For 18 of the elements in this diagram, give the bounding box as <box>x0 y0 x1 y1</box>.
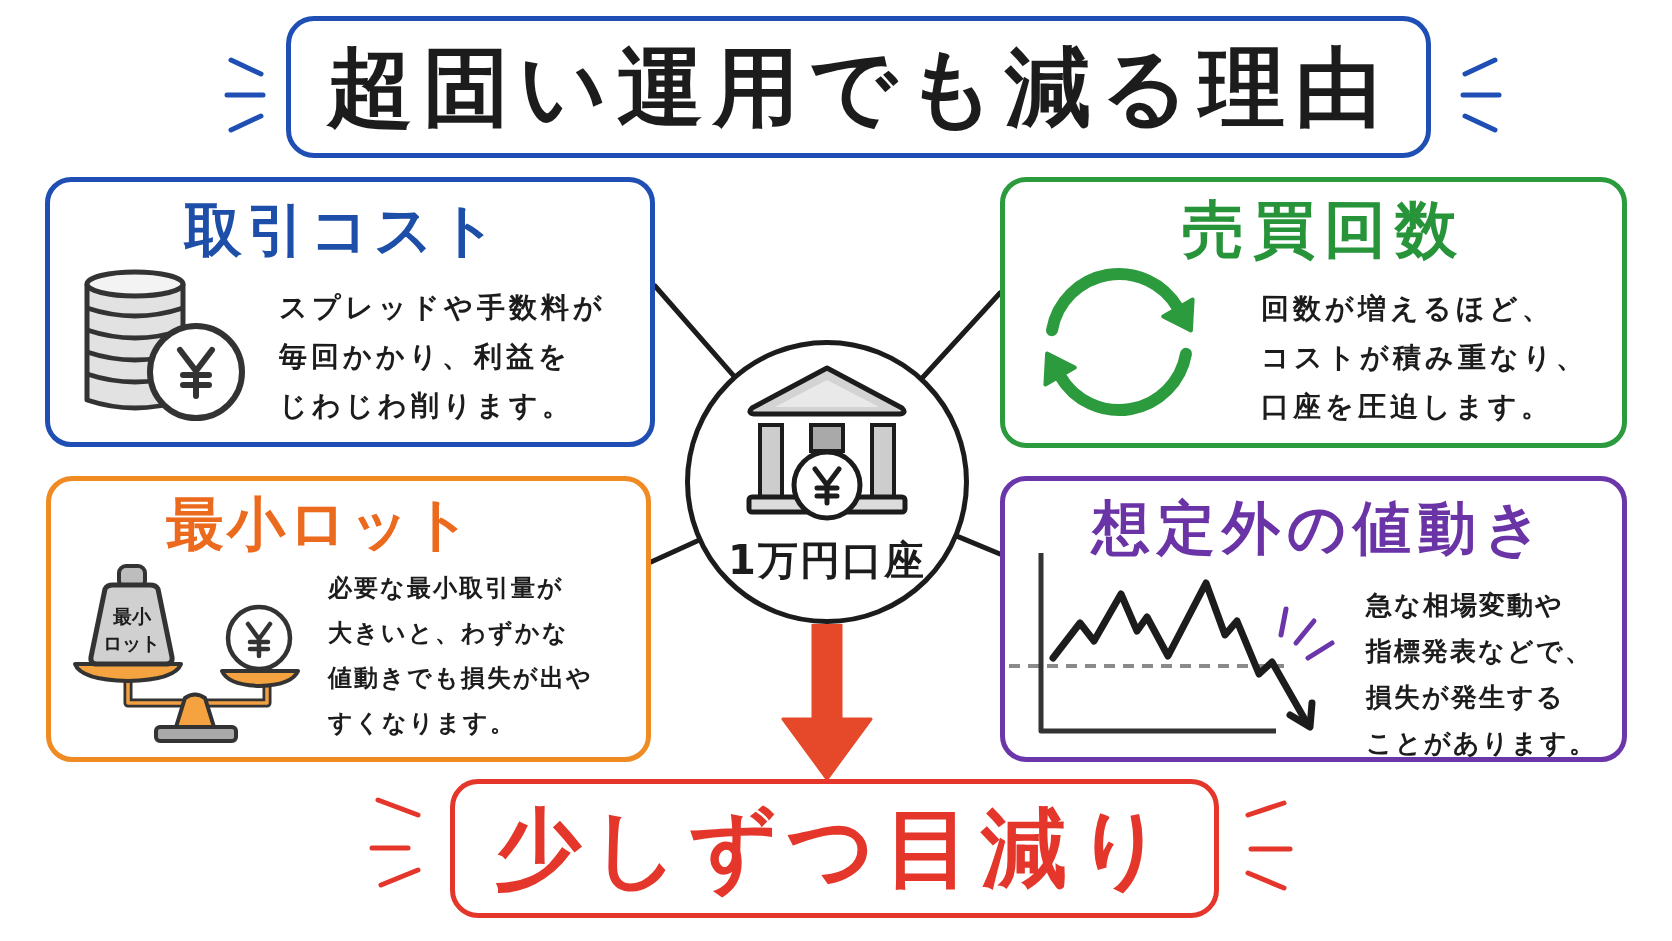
account-label: 1万円口座 <box>728 536 926 584</box>
reason-card <box>45 177 655 447</box>
card-description: 回数が増えるほど、コストが積み重なり、口座を圧迫します。 <box>1261 291 1589 425</box>
card-heading: 想定外の値動き <box>1092 493 1549 563</box>
diagram-title: 超固い運用でも減る理由 <box>326 37 1391 137</box>
card-heading: 最小ロット <box>166 489 474 559</box>
reason-card <box>1000 177 1627 448</box>
card-description: 急な相場変動や指標発表などで、損失が発生することがあります。 <box>1366 589 1598 760</box>
card-description: 必要な最小取引量が大きいと、わずかな値動きでも損失が出やすくなります。 <box>328 573 594 739</box>
card-heading: 売買回数 <box>1182 193 1466 267</box>
reason-card <box>46 476 651 762</box>
result-text: 少しずつ目減り <box>494 799 1175 898</box>
weight-label: 最小ロット <box>102 604 161 656</box>
block-arrow <box>781 624 873 781</box>
card-description: スプレッドや手数料が毎回かかり、利益をじわじわ削ります。 <box>279 290 607 424</box>
card-heading: 取引コスト <box>184 195 502 265</box>
reason-card <box>1000 476 1627 762</box>
result-banner <box>450 779 1219 918</box>
